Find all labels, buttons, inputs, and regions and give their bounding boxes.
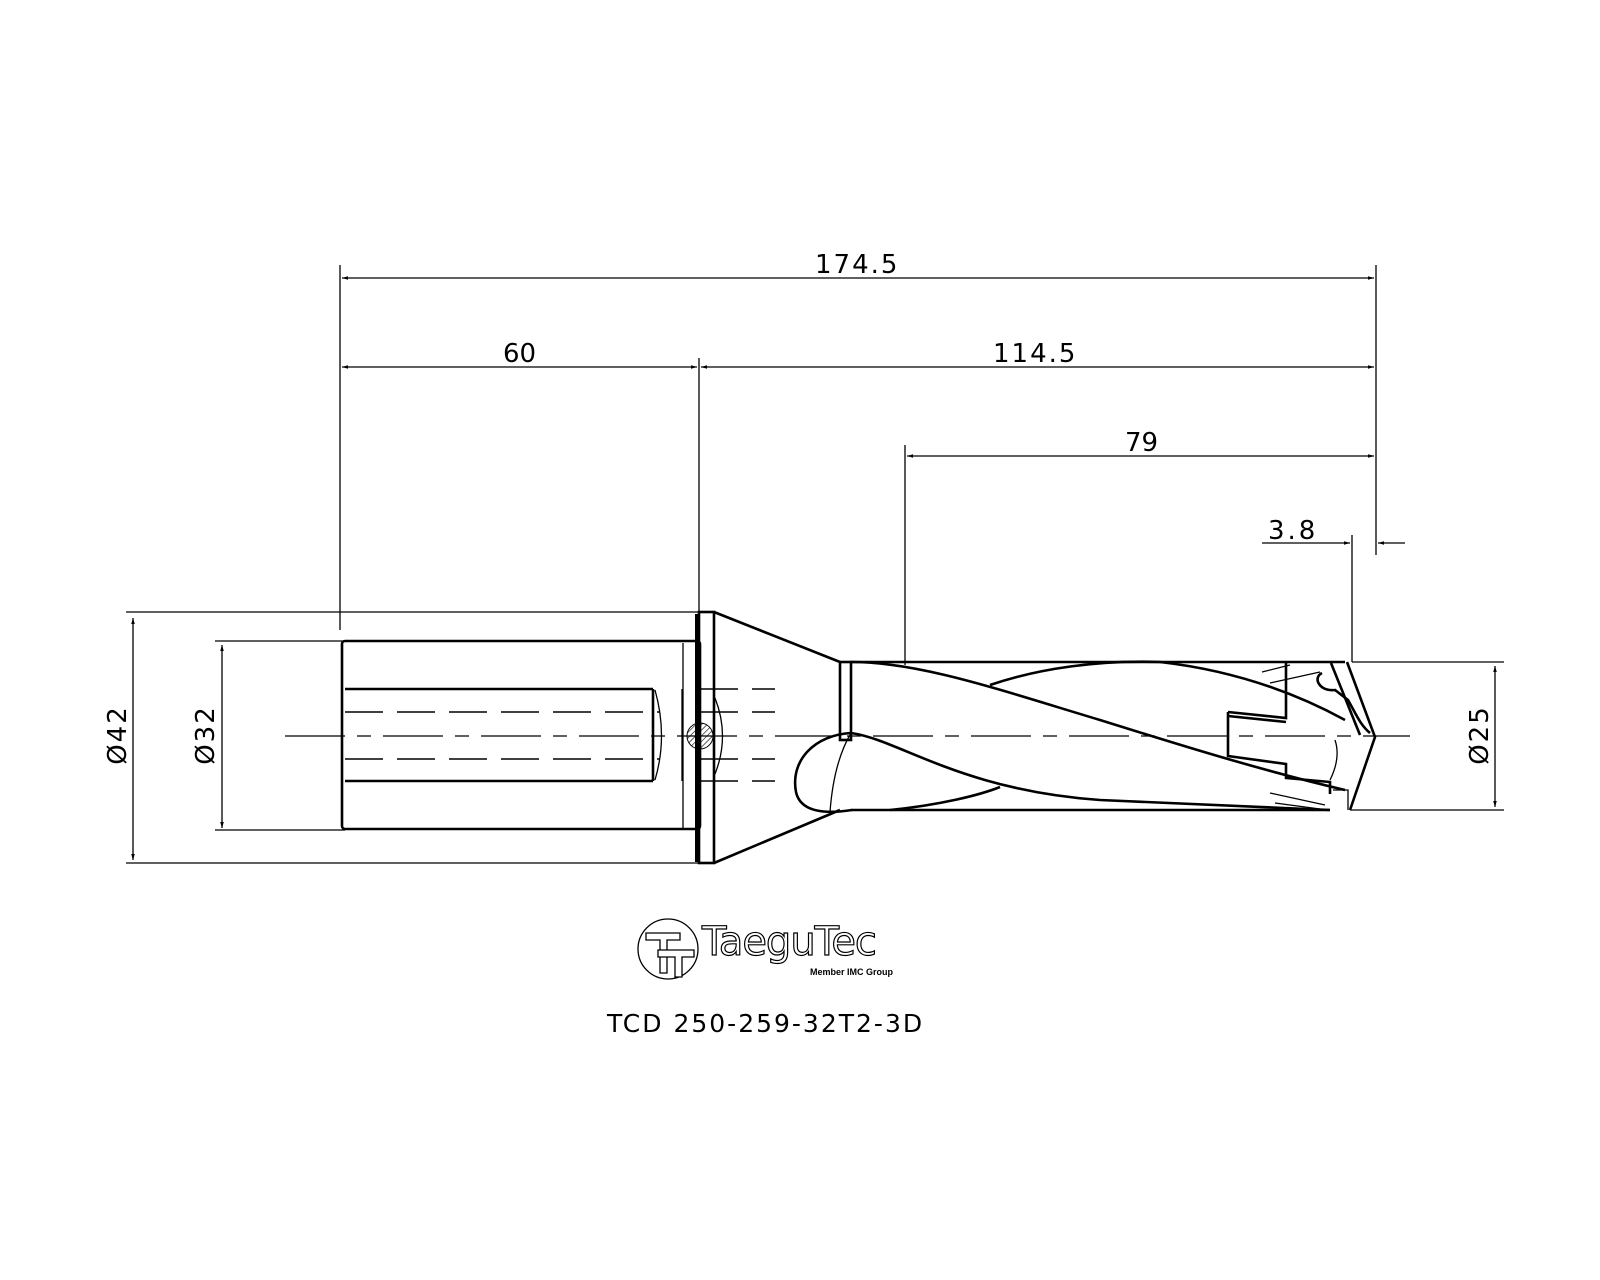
flange bbox=[682, 610, 775, 865]
product-code: TCD 250-259-32T2-3D bbox=[607, 1009, 925, 1038]
taper bbox=[713, 610, 853, 865]
dimension-shank-length bbox=[342, 358, 700, 615]
brand-name: TaeguTec bbox=[701, 918, 877, 965]
label-body-length: 114.5 bbox=[993, 339, 1078, 369]
taegutec-logo-icon bbox=[637, 918, 699, 980]
brand-logo: TaeguTec Member IMC Group bbox=[636, 915, 916, 985]
label-overall-length: 174.5 bbox=[815, 250, 900, 280]
label-flange-diameter: Ø42 bbox=[103, 705, 133, 765]
label-shank-diameter: Ø32 bbox=[191, 705, 221, 765]
dimension-drill-diameter bbox=[1350, 661, 1504, 811]
dimension-overall-length bbox=[339, 265, 1377, 630]
dimension-flute-length bbox=[904, 445, 1374, 665]
dimension-shank-diameter bbox=[215, 640, 345, 831]
drill-body bbox=[850, 660, 1346, 812]
label-flute-length: 79 bbox=[1125, 428, 1159, 458]
label-drill-diameter: Ø25 bbox=[1465, 705, 1495, 765]
brand-tagline: Member IMC Group bbox=[810, 967, 894, 977]
drill-tip bbox=[1226, 661, 1377, 811]
label-tip-offset: 3.8 bbox=[1268, 516, 1319, 546]
dimension-flange-diameter bbox=[126, 611, 712, 864]
label-shank-length: 60 bbox=[503, 339, 537, 369]
dimension-tip-offset bbox=[1262, 535, 1405, 662]
shank bbox=[340, 639, 702, 831]
